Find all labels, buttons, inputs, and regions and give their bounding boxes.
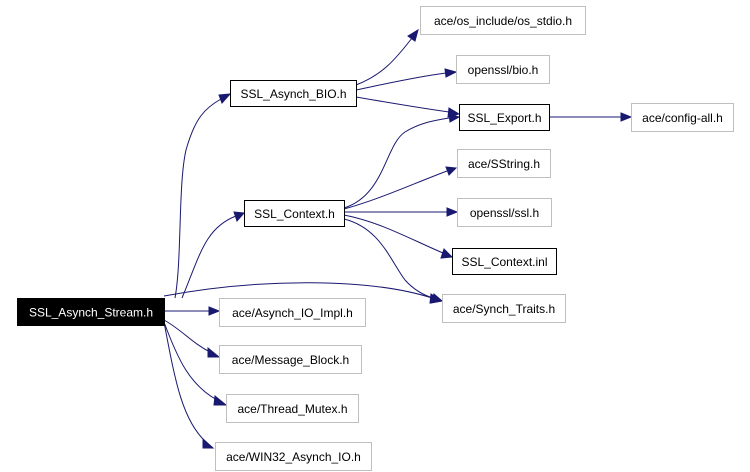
node-label: ace/Synch_Traits.h [453, 302, 555, 316]
node-label: ace/Thread_Mutex.h [237, 402, 347, 416]
node-box [219, 345, 362, 374]
node-export[interactable]: SSL_Export.h [459, 104, 550, 131]
node-label: ace/SString.h [468, 157, 540, 171]
edge-line [181, 215, 237, 299]
node-sstring: ace/SString.h [457, 149, 551, 178]
node-box [457, 149, 551, 178]
node-synch-traits: ace/Synch_Traits.h [442, 294, 566, 323]
node-box [17, 298, 165, 326]
edge-line [355, 37, 413, 86]
node-label: ace/WIN32_Asynch_IO.h [226, 450, 361, 464]
edge-arrowhead [407, 28, 419, 42]
edge-arrowhead [446, 207, 459, 217]
edge-arrowhead [213, 395, 228, 406]
node-box [420, 6, 586, 35]
edge-root-to-thread-mutex [163, 321, 228, 406]
node-box [459, 104, 550, 131]
node-box [457, 198, 552, 227]
node-root: SSL_Asynch_Stream.h [17, 298, 165, 326]
node-label: SSL_Export.h [467, 111, 541, 125]
edge-bio-to-export [355, 96, 461, 118]
edge-line [343, 170, 448, 210]
node-label: SSL_Context.h [254, 207, 335, 221]
node-box [244, 200, 345, 227]
edge-line [355, 96, 450, 113]
edge-arrowhead [233, 211, 246, 222]
edge-context-to-openssl-ssl [344, 207, 459, 217]
node-label: openssl/ssl.h [470, 206, 539, 220]
node-label: SSL_Context.inl [461, 255, 547, 269]
edge-arrowhead [440, 248, 454, 259]
edge-root-to-bio [174, 93, 232, 299]
edge-arrowhead [202, 437, 215, 449]
node-openssl-bio: openssl/bio.h [456, 55, 550, 84]
edge-line [174, 98, 222, 299]
edge-arrowhead [208, 306, 221, 316]
node-context-inl[interactable]: SSL_Context.inl [452, 248, 557, 275]
node-label: ace/Message_Block.h [232, 353, 349, 367]
edge-line [163, 321, 218, 401]
nodes-layer: SSL_Asynch_Stream.h SSL_Asynch_BIO.hSSL_C… [17, 6, 734, 471]
node-win32-asynch-io: ace/WIN32_Asynch_IO.h [215, 442, 372, 471]
node-box [456, 55, 550, 84]
node-bio[interactable]: SSL_Asynch_BIO.h [230, 80, 357, 107]
node-label: SSL_Asynch_Stream.h [29, 306, 153, 320]
node-label: SSL_Asynch_BIO.h [240, 87, 346, 101]
node-openssl-ssl: openssl/ssl.h [457, 198, 552, 227]
node-label: ace/Asynch_IO_Impl.h [232, 306, 353, 320]
node-box [452, 248, 557, 275]
edge-arrowhead [620, 112, 633, 122]
node-box [226, 394, 359, 423]
edge-line [355, 72, 447, 91]
node-box [631, 103, 734, 132]
edge-root-to-message-block [163, 319, 221, 358]
node-box [230, 80, 357, 107]
edge-root-to-asynch-io-impl [164, 306, 221, 316]
edge-context-to-sstring [343, 166, 458, 210]
edge-bio-to-openssl-bio [355, 68, 458, 91]
edge-root-to-context [181, 211, 246, 299]
node-box [219, 298, 366, 327]
edge-arrowhead [218, 93, 232, 104]
edge-bio-to-os-stdio [355, 28, 419, 86]
node-message-block: ace/Message_Block.h [219, 345, 362, 374]
edge-arrowhead [444, 68, 458, 78]
node-config-all: ace/config-all.h [631, 103, 734, 132]
edge-arrowhead [207, 346, 221, 358]
node-label: openssl/bio.h [468, 63, 539, 77]
edge-line [163, 319, 211, 353]
edge-arrowhead [430, 293, 444, 304]
edge-context-to-export [343, 113, 461, 209]
edge-line [163, 282, 433, 299]
edge-root-to-win32-asynch-io [163, 321, 215, 449]
edge-export-to-config-all [549, 112, 633, 122]
node-os-stdio: ace/os_include/os_stdio.h [420, 6, 586, 35]
node-asynch-io-impl: ace/Asynch_IO_Impl.h [219, 298, 366, 327]
edges-layer [163, 28, 633, 449]
node-thread-mutex: ace/Thread_Mutex.h [226, 394, 359, 423]
edge-context-to-context-inl [343, 214, 454, 259]
edge-context-to-synch-traits [343, 218, 444, 304]
node-context[interactable]: SSL_Context.h [244, 200, 345, 227]
node-box [442, 294, 566, 323]
node-box [215, 442, 372, 471]
edge-line [163, 321, 207, 443]
node-label: ace/os_include/os_stdio.h [434, 14, 572, 28]
edge-line [343, 218, 434, 299]
edge-arrowhead [445, 166, 458, 176]
edge-arrowhead [448, 113, 461, 123]
node-label: ace/config-all.h [642, 111, 723, 125]
edge-line [343, 117, 450, 209]
edge-line [343, 214, 444, 254]
